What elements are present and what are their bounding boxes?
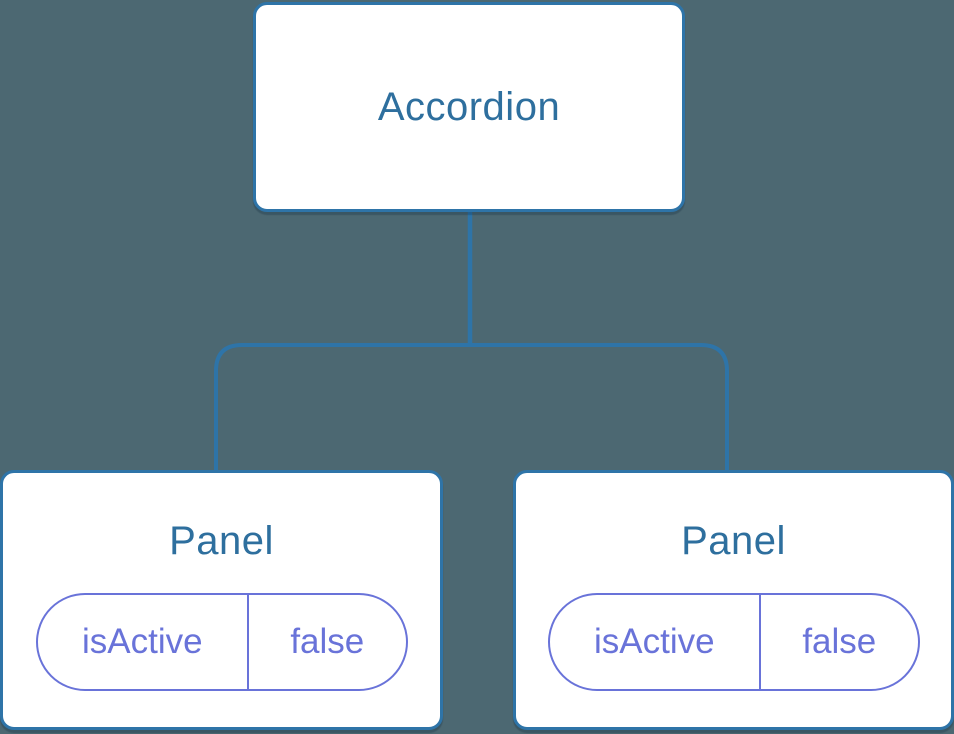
panel-node-label: Panel	[681, 519, 786, 563]
state-name: isActive	[550, 595, 762, 689]
state-name: isActive	[38, 595, 250, 689]
panel-node-left: Panel isActive false	[0, 470, 443, 730]
children-bracket-connector	[214, 343, 729, 472]
state-pill: isActive false	[35, 593, 408, 691]
panel-node-label: Panel	[169, 519, 274, 563]
state-value: false	[290, 622, 365, 661]
accordion-node: Accordion	[253, 2, 685, 212]
accordion-node-label: Accordion	[377, 84, 561, 129]
state-value: false	[802, 622, 877, 661]
state-pill: isActive false	[547, 593, 920, 691]
panel-node-right: Panel isActive false	[513, 470, 954, 730]
